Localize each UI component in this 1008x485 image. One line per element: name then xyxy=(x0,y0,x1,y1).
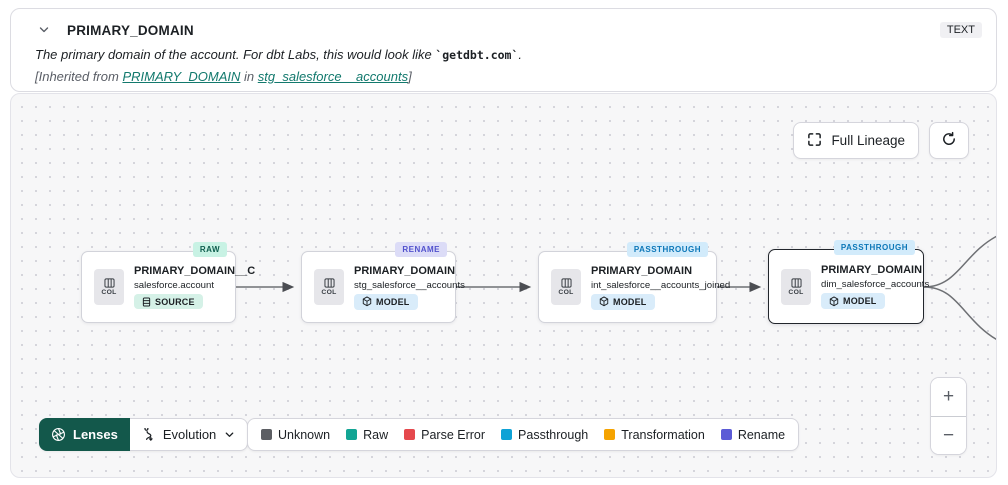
fullscreen-icon xyxy=(807,132,822,150)
legend-swatch xyxy=(404,429,416,440)
lenses-button[interactable]: Lenses xyxy=(39,418,130,451)
full-lineage-label: Full Lineage xyxy=(831,133,905,148)
inherited-column-link[interactable]: PRIMARY_DOMAIN xyxy=(122,69,241,84)
model-cube-icon xyxy=(362,296,372,307)
column-header-card: PRIMARY_DOMAIN TEXT The primary domain o… xyxy=(10,8,997,92)
node-title: PRIMARY_DOMAIN xyxy=(821,264,923,276)
legend-swatch xyxy=(346,429,358,440)
legend-swatch xyxy=(720,429,732,440)
lineage-node-source[interactable]: RAW COL PRIMARY_DOMAIN__C salesforce.acc… xyxy=(81,242,256,323)
legend-item-rename: Rename xyxy=(720,428,785,442)
inherited-model-link[interactable]: stg_salesforce__accounts xyxy=(257,69,409,84)
status-badge: PASSTHROUGH xyxy=(833,240,915,255)
lens-aperture-icon xyxy=(52,428,65,441)
lineage-canvas[interactable]: Full Lineage RAW COL PRIMARY_DOMAIN__C s… xyxy=(10,93,997,478)
source-icon xyxy=(142,296,151,307)
column-chip: COL xyxy=(94,269,124,305)
columns-icon xyxy=(103,278,115,288)
node-title: PRIMARY_DOMAIN xyxy=(591,264,693,277)
legend-item-transformation: Transformation xyxy=(604,428,705,442)
legend-item-unknown: Unknown xyxy=(261,428,330,442)
zoom-out-button[interactable]: − xyxy=(931,416,966,454)
legend-swatch xyxy=(261,429,272,440)
legend-swatch xyxy=(604,429,616,440)
legend-item-raw: Raw xyxy=(346,428,388,442)
columns-icon xyxy=(560,278,572,288)
node-title: PRIMARY_DOMAIN__C xyxy=(134,265,256,277)
lineage-node-stg[interactable]: RENAME COL PRIMARY_DOMAIN stg_salesforce… xyxy=(301,242,465,323)
resource-kind-badge: SOURCE xyxy=(134,294,203,309)
inherited-from-line: [Inherited from PRIMARY_DOMAIN in stg_sa… xyxy=(35,69,412,84)
model-cube-icon xyxy=(829,295,839,306)
lineage-node-int[interactable]: PASSTHROUGH COL PRIMARY_DOMAIN int_sales… xyxy=(538,242,731,323)
model-cube-icon xyxy=(599,296,609,307)
resource-kind-badge: MODEL xyxy=(821,293,885,309)
node-title: PRIMARY_DOMAIN xyxy=(354,264,456,277)
columns-icon xyxy=(323,278,335,288)
resource-kind-badge: MODEL xyxy=(354,293,418,310)
columns-icon xyxy=(790,277,802,288)
evolution-route-icon xyxy=(144,427,153,441)
column-type-badge: TEXT xyxy=(939,22,982,38)
lenses-label: Lenses xyxy=(73,427,118,442)
lens-selected-label: Evolution xyxy=(162,427,217,442)
lineage-node-dim-selected[interactable]: PASSTHROUGH COL PRIMARY_DOMAIN dim_sales… xyxy=(768,240,930,324)
full-lineage-button[interactable]: Full Lineage xyxy=(793,122,919,159)
status-badge: PASSTHROUGH xyxy=(626,242,708,257)
refresh-icon xyxy=(941,131,957,150)
column-chip: COL xyxy=(314,269,344,305)
zoom-controls: + − xyxy=(930,377,967,455)
chevron-down-icon xyxy=(225,432,234,437)
legend-item-passthrough: Passthrough xyxy=(501,428,588,442)
refresh-button[interactable] xyxy=(929,122,969,159)
resource-kind-badge: MODEL xyxy=(591,293,655,310)
node-subtitle: int_salesforce__accounts_joined xyxy=(591,279,731,291)
column-chip: COL xyxy=(781,268,811,305)
page-title: PRIMARY_DOMAIN xyxy=(67,22,194,38)
column-description: The primary domain of the account. For d… xyxy=(35,47,523,62)
node-subtitle: salesforce.account xyxy=(134,280,214,291)
collapse-chevron-icon[interactable] xyxy=(35,21,53,39)
lens-legend: Unknown Raw Parse Error Passthrough Tran… xyxy=(247,418,800,451)
column-chip: COL xyxy=(551,269,581,305)
inline-code: `getdbt.com` xyxy=(435,48,519,62)
legend-item-parse-error: Parse Error xyxy=(404,428,485,442)
legend-swatch xyxy=(501,429,513,440)
status-badge: RAW xyxy=(192,242,227,257)
lens-select-dropdown[interactable]: Evolution xyxy=(129,418,249,451)
node-subtitle: stg_salesforce__accounts xyxy=(354,279,465,291)
node-subtitle: dim_salesforce_accounts xyxy=(821,279,930,290)
zoom-in-button[interactable]: + xyxy=(931,378,966,416)
lens-control-group: Lenses Evolution xyxy=(39,418,249,451)
status-badge: RENAME xyxy=(395,242,447,257)
